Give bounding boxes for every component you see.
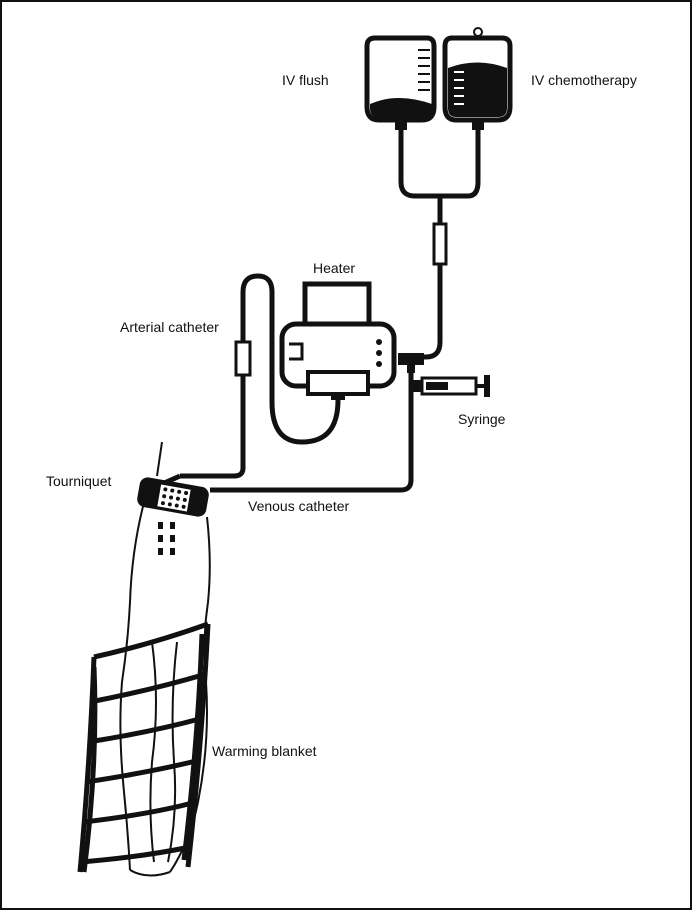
- tourniquet-band: [137, 477, 209, 517]
- venous-catheter-label: Venous catheter: [248, 498, 350, 514]
- tourniquet-label: Tourniquet: [46, 473, 112, 489]
- warming-blanket-label: Warming blanket: [212, 743, 317, 759]
- arterial-line: [180, 273, 341, 479]
- iv-tubing: [398, 130, 481, 360]
- catheter-dashes: [158, 522, 175, 555]
- heater-unit: [279, 281, 397, 400]
- syringe-label: Syringe: [458, 411, 506, 427]
- iv-chemotherapy-bag: [442, 27, 513, 130]
- iv-flush-bag: [364, 35, 437, 130]
- warming-blanket: [77, 621, 211, 873]
- stopcock: [398, 353, 424, 373]
- heater-label: Heater: [313, 260, 356, 276]
- venous-line: [160, 373, 414, 493]
- arterial-catheter-connector: [234, 340, 252, 377]
- inline-connector: [432, 222, 448, 266]
- iv-flush-label: IV flush: [282, 72, 329, 88]
- syringe: [413, 375, 490, 397]
- iv-chemotherapy-label: IV chemotherapy: [531, 72, 637, 88]
- arterial-catheter-label: Arterial catheter: [120, 319, 219, 335]
